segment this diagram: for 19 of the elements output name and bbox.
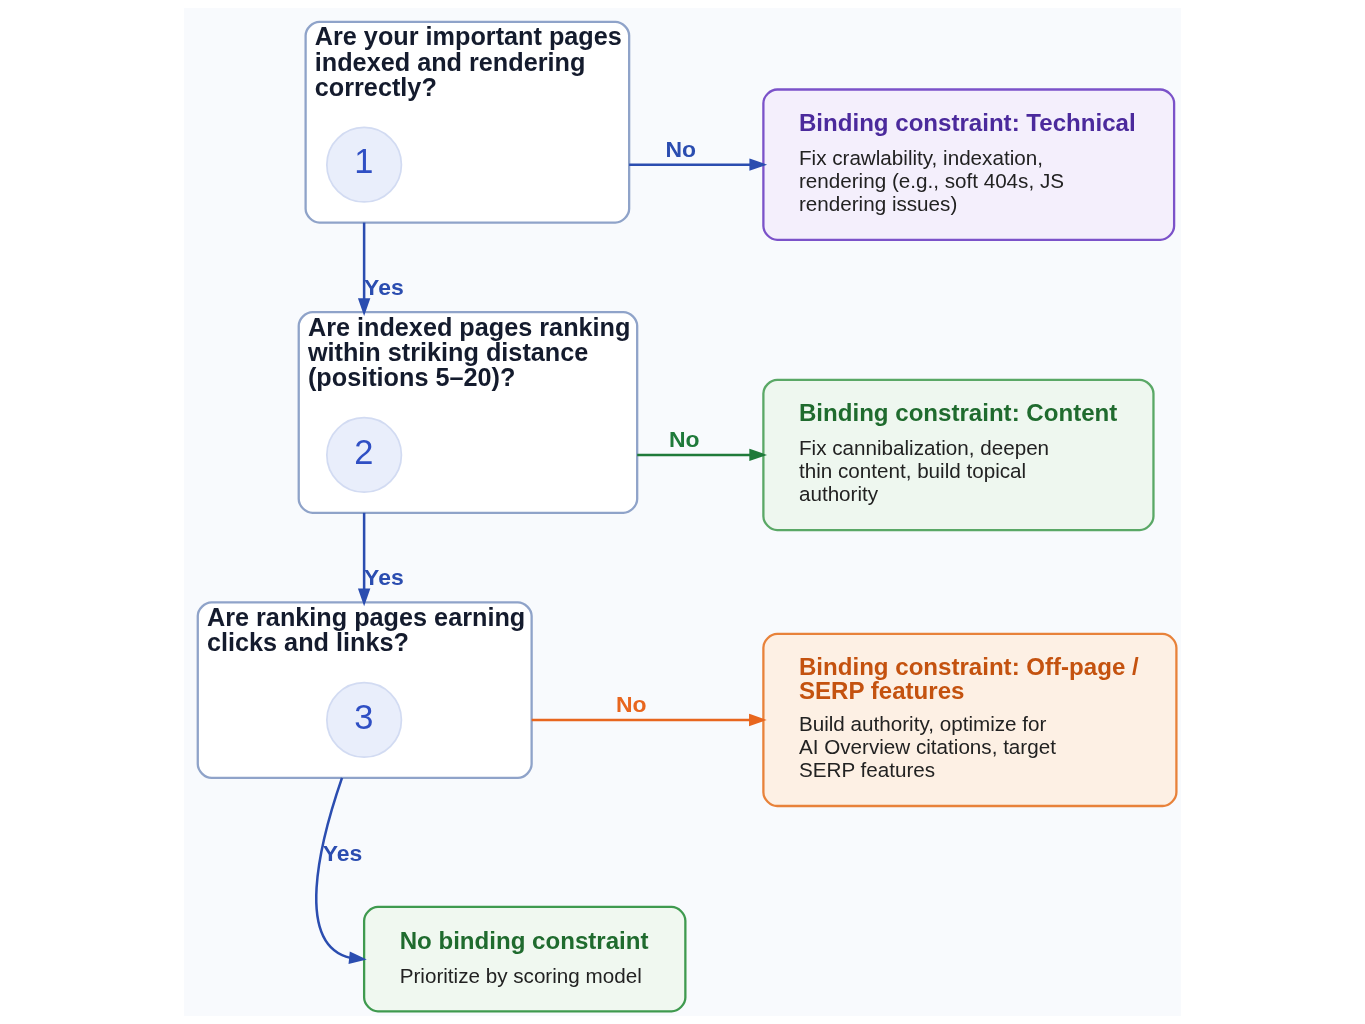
edge-label: No: [615, 690, 647, 717]
edge-label: No: [665, 135, 697, 162]
node-circle: 1: [325, 126, 403, 203]
edge-label: No: [669, 425, 700, 452]
node-box: Binding constraint: Off-page / SERP features Build authority, optimize for AI Overview citations, target SERP features: [762, 632, 1178, 808]
node-circle: 3: [325, 681, 403, 759]
arrow: [629, 158, 768, 171]
node-box: No binding constraint Prioritize by scoring model: [363, 905, 687, 1013]
arrow: [315, 777, 367, 964]
arrow: [531, 713, 767, 727]
node-box: Binding constraint: Technical Fix crawlability, indexation, rendering (e.g., soft 404s, JS rendering issues): [762, 88, 1176, 241]
edge-label: Yes: [364, 564, 404, 591]
edge-label: Yes: [322, 840, 363, 867]
edge-label: Yes: [364, 273, 404, 300]
arrow: [637, 448, 767, 462]
arrow: [357, 512, 371, 607]
node-circle: 2: [325, 416, 403, 494]
node-box: Binding constraint: Content Fix cannibalization, deepen thin content, build topical authority: [762, 378, 1155, 532]
arrow: [357, 222, 371, 316]
